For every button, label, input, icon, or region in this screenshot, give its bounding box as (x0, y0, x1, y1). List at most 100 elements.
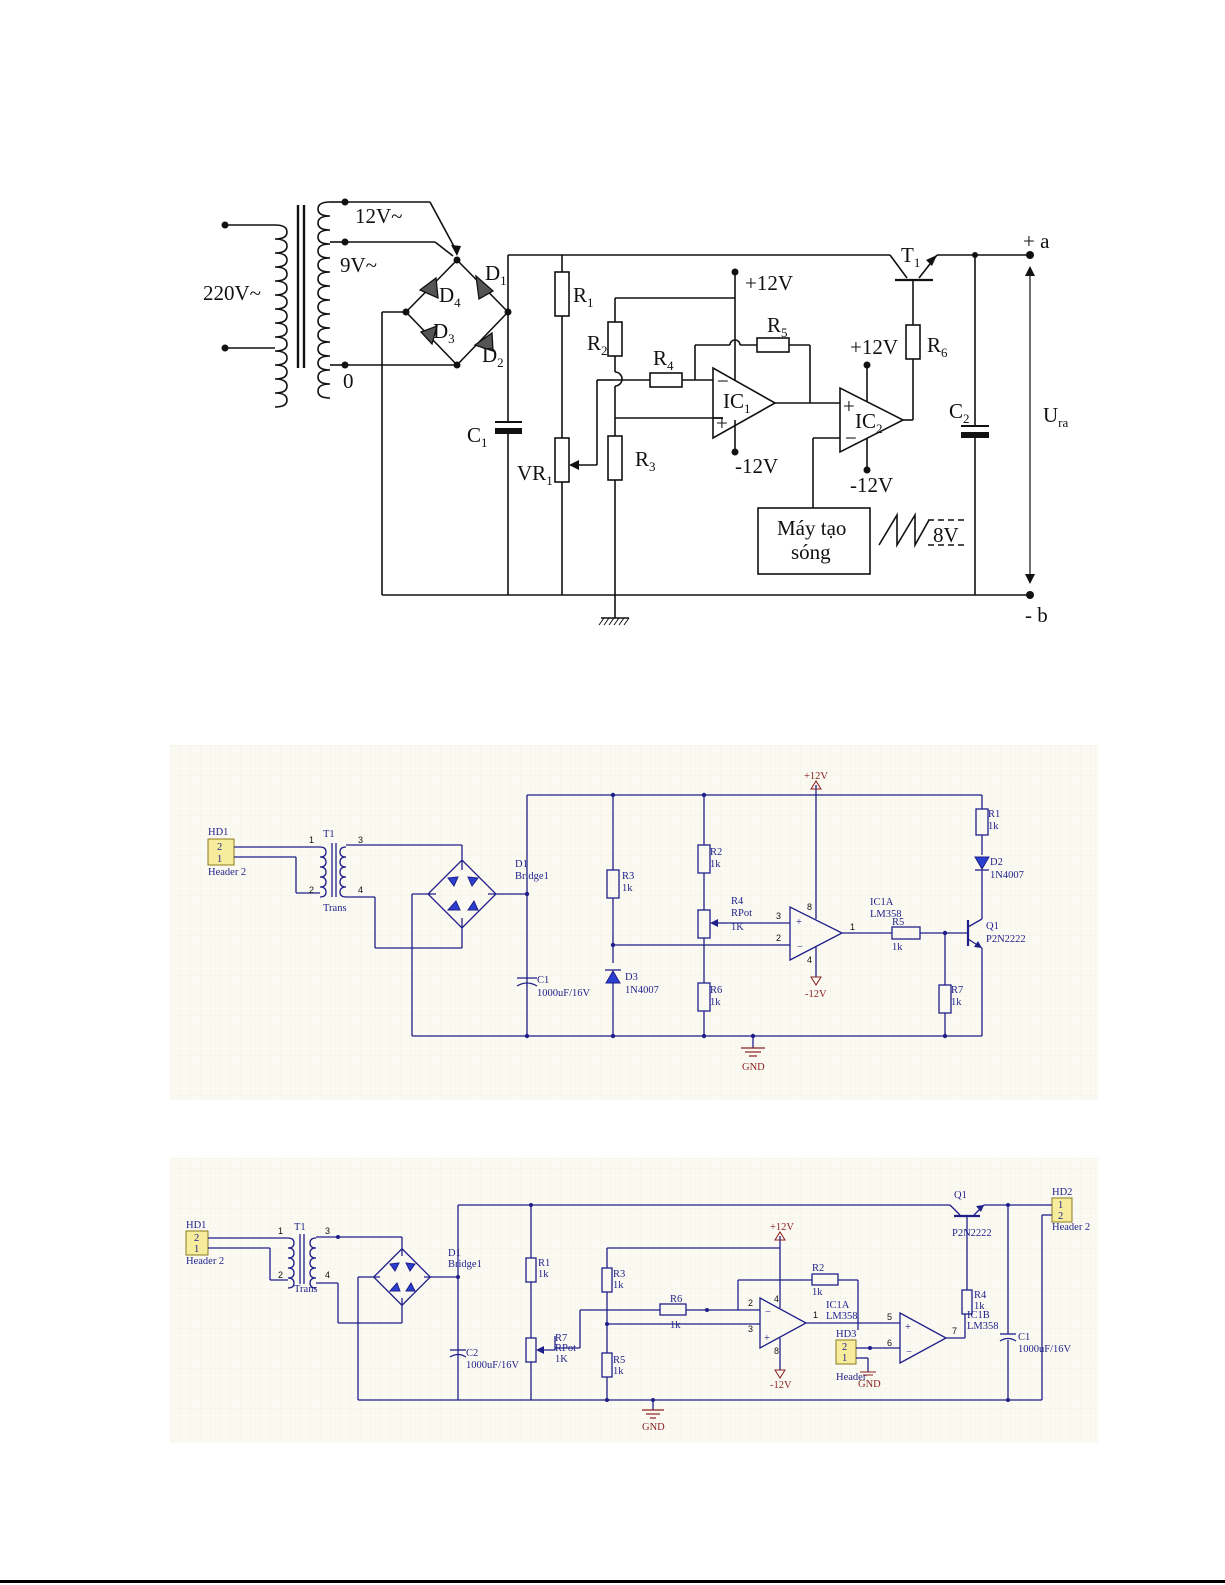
ic1a-pin-4: 4 (774, 1294, 779, 1304)
ic1a-pin-2: 2 (776, 933, 781, 943)
resistor-r3 (607, 435, 623, 481)
ic1a-pin-4: 4 (807, 955, 812, 965)
label-r4-type: RPot (731, 908, 752, 919)
label-gnd-hd3: GND (858, 1379, 881, 1390)
label-d3: D3 (433, 319, 455, 346)
label-wave-amplitude: 8V (933, 523, 959, 547)
label-c2-value: 1000uF/16V (466, 1360, 520, 1371)
ic1a-pin-8: 8 (774, 1346, 779, 1356)
t1-pin-1: 1 (309, 835, 314, 845)
wavegen-label-2: sóng (791, 540, 831, 564)
label-gnd: GND (642, 1422, 665, 1433)
label-vcc: +12V (770, 1222, 794, 1233)
label-c1: C1 (1018, 1332, 1030, 1343)
label-r6: R6 (710, 985, 722, 996)
label-t1: T1 (323, 829, 335, 840)
diode-d1 (475, 274, 495, 301)
label-r4: R4 (653, 346, 674, 373)
sawtooth-wave-icon (878, 512, 930, 549)
label-r5: R5 (892, 917, 904, 928)
transistor-t1 (889, 254, 938, 282)
header-hd3 (835, 1339, 857, 1365)
ic1a-minus-sign: − (765, 1307, 771, 1318)
label-vee: -12V (805, 989, 827, 1000)
hd3-pin-2: 2 (842, 1342, 847, 1353)
label-vcc-ic1: +12V (745, 271, 793, 295)
label-bridge1: Bridge1 (515, 871, 549, 882)
t1-pin-3: 3 (358, 835, 363, 845)
label-r5: R5 (613, 1355, 625, 1366)
label-t1-type: Trans (323, 903, 347, 914)
label-vee-ic2: -12V (850, 473, 893, 497)
transistor-q1 (966, 918, 983, 949)
label-r3-value: 1k (622, 883, 633, 894)
hd3-pin-1: 1 (842, 1353, 847, 1364)
label-vee-ic1: -12V (735, 454, 778, 478)
label-r6: R6 (670, 1294, 682, 1305)
label-c2: C2 (949, 399, 970, 426)
label-r7: R7 (951, 985, 963, 996)
label-c2: C2 (466, 1348, 478, 1359)
ic1-plus-sign: + (716, 411, 728, 435)
ic1-minus-sign: − (717, 369, 729, 393)
transformer-t1 (287, 1234, 317, 1289)
opamp-ic2 (839, 386, 905, 454)
label-r5: R5 (767, 313, 788, 340)
wave-generator-box (757, 507, 871, 575)
label-ic2: IC2 (855, 409, 883, 436)
label-hd1: HD1 (186, 1220, 206, 1231)
label-r4: R4 (974, 1290, 987, 1301)
header-hd1 (185, 1230, 209, 1256)
ground-symbol (741, 1047, 765, 1057)
bridge-rectifier (402, 256, 512, 369)
bridge-rectifier-d1 (427, 859, 497, 929)
label-r3: R3 (613, 1269, 625, 1280)
opamp-ic1b (899, 1311, 948, 1365)
label-r1-value: 1k (988, 821, 999, 832)
resistor-r6 (905, 324, 921, 360)
label-gnd: GND (742, 1062, 765, 1073)
label-r1-value: 1k (538, 1269, 549, 1280)
label-c1: C1 (537, 975, 549, 986)
label-r1: R1 (538, 1258, 550, 1269)
resistor-r4 (961, 1289, 973, 1315)
label-vcc: +12V (804, 771, 828, 782)
label-q1-type: P2N2222 (986, 934, 1026, 945)
hd1-pin-2: 2 (194, 1233, 199, 1244)
label-ic1: IC1 (723, 389, 751, 416)
label-r6-value: 1k (670, 1320, 681, 1331)
ic1b-pin-7: 7 (952, 1326, 957, 1336)
wavegen-label-1: Máy tạo (777, 516, 846, 540)
output-terminal-a (1026, 251, 1034, 259)
label-vcc-ic2: +12V (850, 335, 898, 359)
ic2-minus-sign: − (845, 426, 857, 450)
label-r7-value: 1k (951, 997, 962, 1008)
label-ic1b: IC1B (967, 1310, 990, 1321)
label-bridge1: Bridge1 (448, 1259, 482, 1270)
label-ic1b-type: LM358 (967, 1321, 999, 1332)
label-d3-value: 1N4007 (625, 985, 659, 996)
hd2-pin-2: 2 (1058, 1211, 1063, 1222)
label-d2-value: 1N4007 (990, 870, 1024, 881)
diode-d2 (974, 856, 990, 870)
label-r7: R7 (555, 1333, 567, 1344)
ground-symbol (598, 617, 630, 626)
t1-pin-2: 2 (309, 885, 314, 895)
label-ic1a-type: LM358 (826, 1311, 858, 1322)
ic1a-pin-8: 8 (807, 902, 812, 912)
label-d3: D3 (625, 972, 638, 983)
t1-pin-4: 4 (325, 1270, 330, 1280)
label-r3-value: 1k (613, 1280, 624, 1291)
label-r1: R1 (573, 283, 594, 310)
label-r4: R4 (731, 896, 744, 907)
label-r6-value: 1k (710, 997, 721, 1008)
label-r4-value: 1K (731, 922, 744, 933)
hd1-pin-2: 2 (217, 842, 222, 853)
opamp-ic1 (712, 366, 777, 440)
opamp-ic1a (789, 905, 844, 962)
label-plus-a: + a (1023, 229, 1050, 253)
capacitor-c1 (495, 428, 522, 434)
ic1b-plus-sign: + (905, 1322, 911, 1333)
resistor-r1 (554, 271, 570, 317)
label-hd3: HD3 (836, 1329, 856, 1340)
